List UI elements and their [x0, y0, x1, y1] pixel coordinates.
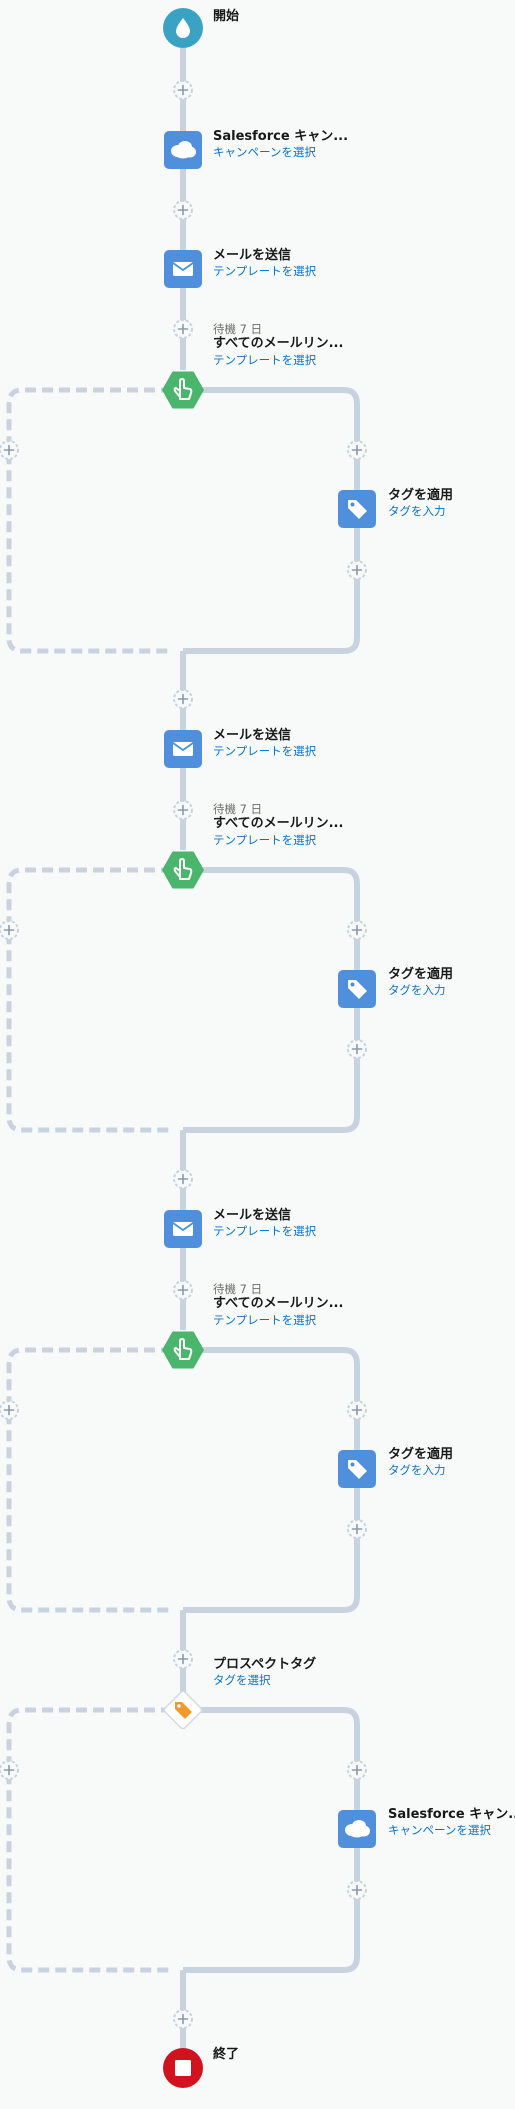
tag-branch-1-node[interactable] [338, 490, 376, 528]
sf-campaign-step-node[interactable] [164, 131, 202, 169]
email-step-2-node[interactable] [164, 730, 202, 768]
sf-campaign-branch-title: Salesforce キャン... [388, 1807, 515, 1822]
sf-campaign-step-subtitle[interactable]: キャンペーンを選択 [213, 145, 316, 160]
end-node[interactable] [163, 2048, 203, 2088]
envelope-icon [172, 742, 194, 756]
email-step-2-subtitle[interactable]: テンプレートを選択 [213, 744, 317, 759]
add-step-button[interactable] [173, 2009, 193, 2029]
envelope-icon [172, 262, 194, 276]
tag-branch-1-label[interactable]: タグを適用 タグを入力 [388, 488, 453, 519]
trigger-3-node[interactable] [162, 1331, 204, 1369]
add-step-button[interactable] [347, 1760, 367, 1780]
trigger-3-subtitle[interactable]: テンプレートを選択 [213, 1312, 317, 1327]
email-step-1-label[interactable]: メールを送信 テンプレートを選択 [213, 248, 316, 279]
stop-icon [175, 2060, 191, 2076]
add-step-button[interactable] [173, 1169, 193, 1189]
salesforce-cloud-icon [345, 1820, 370, 1838]
tag-branch-3-title: タグを適用 [388, 1447, 454, 1462]
tag-branch-2-label[interactable]: タグを適用 タグを入力 [388, 967, 453, 998]
email-step-1-title: メールを送信 [213, 248, 292, 263]
prospect-tag-rule-node[interactable] [163, 1690, 203, 1730]
email-step-3-node[interactable] [164, 1210, 202, 1248]
trigger-1-title: すべてのメールリン... [213, 336, 344, 352]
end-title: 終了 [213, 2047, 240, 2062]
trigger-1-wait: 待機 7 日 [213, 322, 263, 336]
add-step-button[interactable] [173, 800, 193, 820]
trigger-3-label[interactable]: 待機 7 日 すべてのメールリン... テンプレートを選択 [213, 1282, 343, 1327]
trigger-2-title: すべてのメールリン... [213, 816, 344, 832]
add-step-button[interactable] [0, 440, 19, 460]
trigger-2-wait: 待機 7 日 [213, 802, 263, 816]
add-step-button[interactable] [347, 1880, 367, 1900]
add-step-button[interactable] [347, 440, 367, 460]
start-title: 開始 [213, 9, 240, 24]
pointer-hand-icon [173, 1338, 193, 1360]
prospect-tag-rule-title: プロスペクトタグ [213, 1657, 317, 1672]
email-step-1-node[interactable] [164, 250, 202, 288]
tag-icon [175, 1702, 192, 1719]
trigger-2-subtitle[interactable]: テンプレートを選択 [213, 832, 317, 847]
trigger-2-node[interactable] [162, 851, 204, 889]
tag-branch-2-title: タグを適用 [388, 967, 454, 982]
sf-campaign-branch-subtitle[interactable]: キャンペーンを選択 [388, 1823, 491, 1838]
tag-branch-2-subtitle[interactable]: タグを入力 [388, 983, 446, 998]
tag-branch-3-node[interactable] [338, 1450, 376, 1488]
add-step-button[interactable] [0, 1760, 19, 1780]
add-step-button[interactable] [0, 920, 19, 940]
email-step-3-subtitle[interactable]: テンプレートを選択 [213, 1224, 317, 1239]
tag-icon [348, 1460, 367, 1479]
add-step-button[interactable] [347, 1400, 367, 1420]
add-step-button[interactable] [347, 920, 367, 940]
trigger-1-node[interactable] [162, 371, 204, 409]
add-step-button[interactable] [347, 1519, 367, 1539]
add-step-button[interactable] [0, 1400, 19, 1420]
tag-icon [348, 980, 367, 999]
tag-icon [348, 500, 367, 519]
trigger-1-label[interactable]: 待機 7 日 すべてのメールリン... テンプレートを選択 [213, 322, 343, 367]
tag-branch-2-node[interactable] [338, 970, 376, 1008]
envelope-icon [172, 1222, 194, 1236]
sf-campaign-branch-node[interactable] [338, 1810, 376, 1848]
salesforce-cloud-icon [171, 141, 196, 159]
pointer-hand-icon [173, 378, 193, 400]
start-node[interactable] [163, 8, 203, 48]
end-label: 終了 [213, 2047, 239, 2063]
add-step-button[interactable] [347, 1039, 367, 1059]
email-step-3-title: メールを送信 [213, 1208, 292, 1223]
add-step-button[interactable] [173, 689, 193, 709]
email-step-1-subtitle[interactable]: テンプレートを選択 [213, 264, 317, 279]
add-step-button[interactable] [173, 80, 193, 100]
prospect-tag-rule-label[interactable]: プロスペクトタグ タグを選択 [213, 1657, 316, 1688]
tag-branch-3-label[interactable]: タグを適用 タグを入力 [388, 1447, 453, 1478]
trigger-2-label[interactable]: 待機 7 日 すべてのメールリン... テンプレートを選択 [213, 802, 343, 847]
email-step-2-label[interactable]: メールを送信 テンプレートを選択 [213, 728, 316, 759]
tag-branch-1-title: タグを適用 [388, 488, 454, 503]
add-step-button[interactable] [173, 319, 193, 339]
email-step-2-title: メールを送信 [213, 728, 292, 743]
tag-branch-1-subtitle[interactable]: タグを入力 [388, 504, 446, 519]
sf-campaign-step-title: Salesforce キャン... [213, 129, 349, 144]
start-label: 開始 [213, 9, 239, 25]
trigger-3-wait: 待機 7 日 [213, 1282, 263, 1296]
tag-branch-3-subtitle[interactable]: タグを入力 [388, 1463, 446, 1478]
add-step-button[interactable] [173, 200, 193, 220]
prospect-tag-rule-subtitle[interactable]: タグを選択 [213, 1673, 271, 1688]
trigger-3-title: すべてのメールリン... [213, 1296, 344, 1312]
add-step-button[interactable] [173, 1649, 193, 1669]
drop-icon [176, 18, 190, 38]
pointer-hand-icon [173, 858, 193, 880]
email-step-3-label[interactable]: メールを送信 テンプレートを選択 [213, 1208, 316, 1239]
add-step-button[interactable] [173, 1280, 193, 1300]
sf-campaign-branch-label[interactable]: Salesforce キャン... キャンペーンを選択 [388, 1807, 515, 1838]
sf-campaign-step-label[interactable]: Salesforce キャン... キャンペーンを選択 [213, 129, 348, 160]
add-step-button[interactable] [347, 560, 367, 580]
trigger-1-subtitle[interactable]: テンプレートを選択 [213, 352, 317, 367]
